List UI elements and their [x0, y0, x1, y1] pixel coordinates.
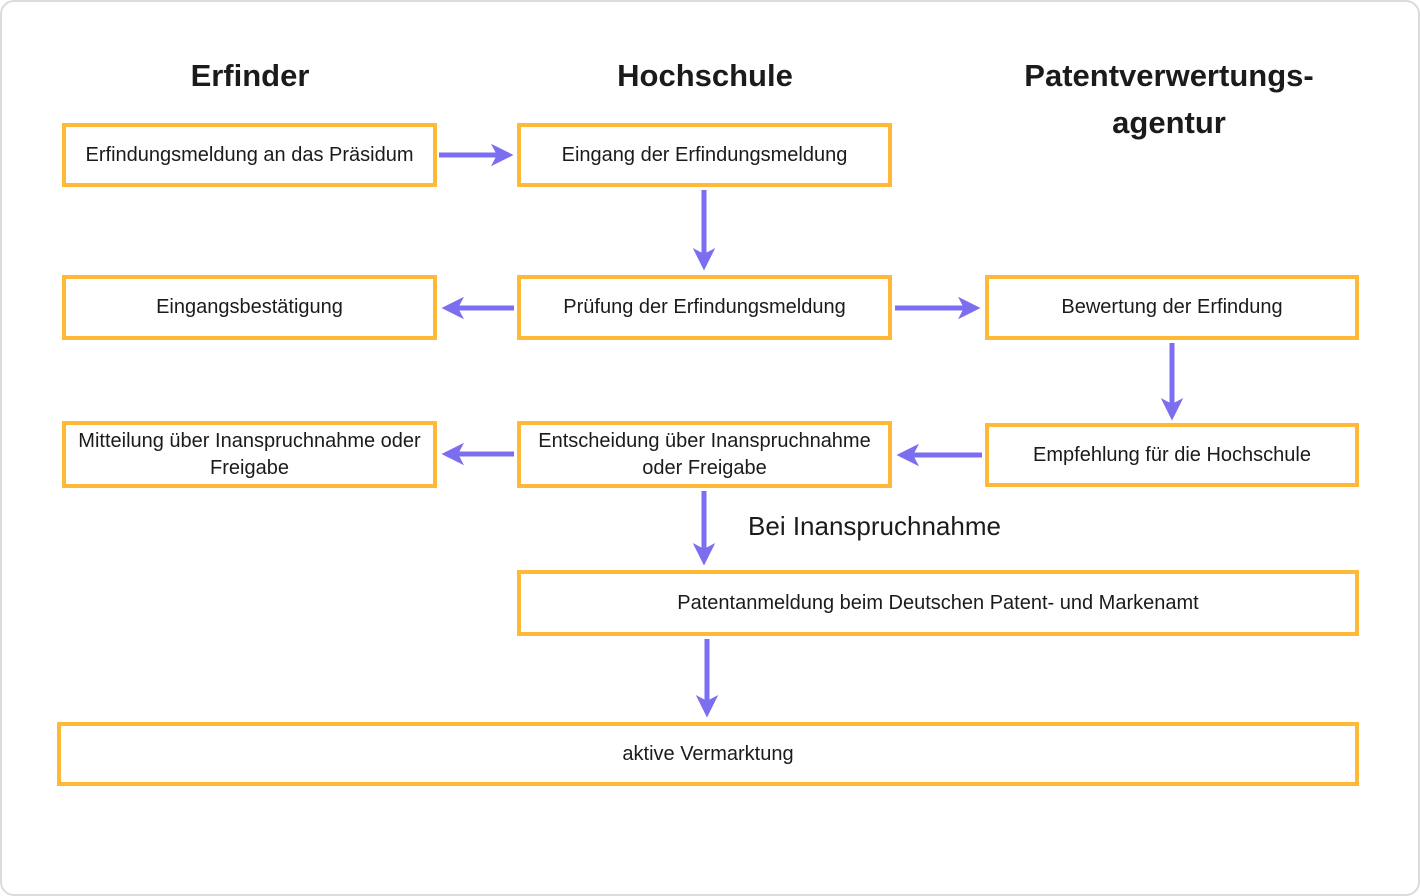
- header-line-1: Patentverwertungs-: [1024, 58, 1314, 93]
- node-pruefung: Prüfung der Erfindungsmeldung: [517, 275, 892, 340]
- node-eingangsbestaetigung: Eingangsbestätigung: [62, 275, 437, 340]
- node-vermarktung: aktive Vermarktung: [57, 722, 1359, 786]
- column-header-erfinder: Erfinder: [190, 58, 310, 93]
- node-mitteilung: Mitteilung über Inanspruchnahme oder Fre…: [62, 421, 437, 488]
- column-header-hochschule: Hochschule: [617, 58, 793, 93]
- node-entscheidung: Entscheidung über Inanspruchnahme oder F…: [517, 421, 892, 488]
- node-patentanmeldung: Patentanmeldung beim Deutschen Patent- u…: [517, 570, 1359, 636]
- node-bewertung: Bewertung der Erfindung: [985, 275, 1359, 340]
- node-empfehlung: Empfehlung für die Hochschule: [985, 423, 1359, 487]
- header-line-2: agentur: [1112, 105, 1226, 140]
- node-erfindungsmeldung: Erfindungsmeldung an das Präsidum: [62, 123, 437, 187]
- column-header-patentverwertungsagentur: Patentverwertungs- agentur: [969, 52, 1369, 146]
- node-eingang: Eingang der Erfindungsmeldung: [517, 123, 892, 187]
- label-bei-inanspruchnahme: Bei Inanspruchnahme: [748, 511, 1001, 541]
